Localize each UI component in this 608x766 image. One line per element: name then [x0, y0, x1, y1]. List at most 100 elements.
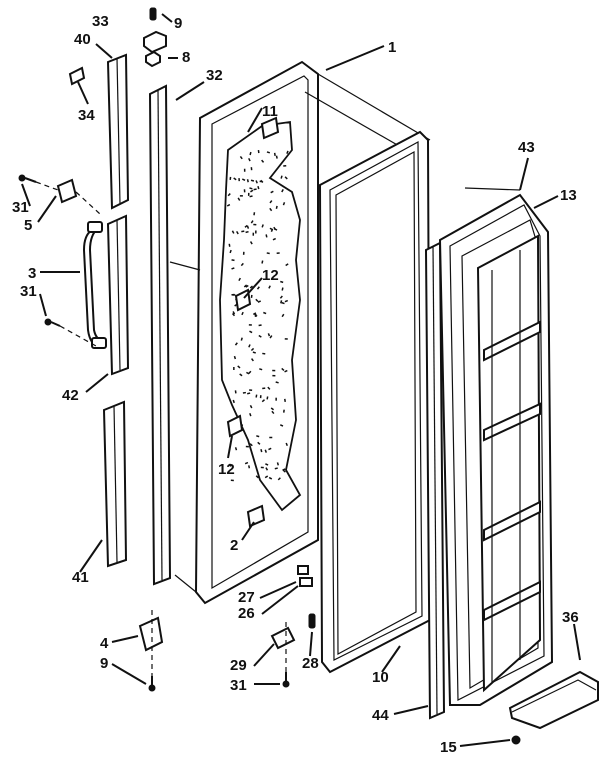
insulation-speck	[281, 301, 285, 305]
label-27: 27	[238, 589, 255, 606]
door-outer-panel	[169, 60, 521, 605]
insulation-speck	[253, 188, 257, 191]
insulation-speck	[261, 399, 265, 403]
insulation-speck	[280, 175, 283, 179]
insulation-speck	[246, 371, 250, 375]
insulation-speck	[250, 167, 253, 171]
insulation-speck	[239, 373, 243, 377]
insulation-speck	[231, 293, 235, 296]
label-44: 44	[372, 707, 389, 724]
trim-cap-34	[68, 66, 86, 86]
insulation-speck	[268, 447, 272, 451]
insulation-speck	[243, 284, 248, 288]
insulation-speck	[247, 192, 250, 196]
insulation-speck	[279, 295, 283, 299]
insulation-speck	[249, 241, 253, 245]
trim-40	[106, 53, 130, 210]
insulation-speck	[248, 370, 252, 374]
insulation-speck	[241, 178, 246, 181]
insulation-speck	[259, 180, 263, 183]
insulation-speck	[265, 234, 268, 238]
insulation-speck	[266, 151, 271, 154]
insulation-speck	[264, 449, 267, 453]
insulation-speck	[275, 381, 279, 384]
insulation-speck	[272, 374, 276, 377]
insulation-speck	[240, 262, 244, 267]
label-42: 42	[62, 387, 79, 404]
insulation-speck	[240, 337, 243, 341]
door-gasket	[318, 130, 432, 674]
leader-lines	[21, 13, 581, 747]
insulation-speck	[231, 313, 236, 317]
insulation-speck	[255, 230, 257, 234]
insulation-speck	[263, 311, 267, 315]
insulation-speck	[241, 311, 244, 316]
screw-31-mid	[44, 318, 97, 347]
insulation-speck	[257, 441, 261, 445]
insulation-speck	[243, 168, 246, 172]
insulation-speck	[284, 299, 288, 303]
label-10: 10	[372, 669, 389, 686]
insulation-speck	[231, 267, 235, 270]
insulation-speck	[252, 351, 256, 354]
insulation-speck	[241, 230, 245, 233]
insulation-speck	[265, 467, 269, 471]
insulation-speck	[230, 479, 234, 482]
insulation-speck	[227, 193, 231, 197]
insulation-speck	[253, 223, 257, 226]
label-33: 33	[92, 13, 109, 30]
insulation-speck	[284, 398, 286, 402]
insulation-speck	[250, 189, 254, 193]
insulation-speck	[276, 252, 280, 254]
insulation-speck	[261, 224, 264, 228]
screw-9-top	[149, 7, 157, 21]
insulation-speck	[247, 392, 251, 395]
insulation-speck	[250, 220, 254, 224]
clip-12-lower	[226, 414, 244, 438]
insulation-speck	[273, 152, 276, 156]
insulation-speck	[249, 330, 253, 334]
label-28: 28	[302, 655, 319, 672]
insulation-texture	[226, 149, 289, 482]
insulation-speck	[249, 195, 253, 198]
label-13: 13	[560, 187, 577, 204]
label-29: 29	[230, 657, 247, 674]
handle-mount-5	[56, 178, 101, 215]
insulation-speck	[245, 445, 249, 448]
insulation-speck	[271, 410, 275, 415]
insulation-speck	[231, 230, 235, 234]
insulation-speck	[272, 237, 276, 241]
insulation-speck	[269, 335, 273, 339]
part-labels: 1 33 9 8 40 32 34 11 43 13 31 5 3 31 12 …	[12, 13, 579, 756]
screw-28	[308, 613, 316, 629]
insulation-speck	[284, 176, 288, 180]
clip-11	[260, 116, 280, 140]
insulation-speck	[249, 285, 253, 289]
insulation-speck	[262, 387, 266, 390]
insulation-speck	[275, 205, 278, 210]
nut-8	[145, 50, 161, 68]
insulation-speck	[252, 312, 257, 316]
insulation-speck	[248, 344, 251, 348]
insulation-speck	[279, 424, 284, 427]
insulation-speck	[261, 260, 264, 264]
door-handle	[82, 221, 107, 349]
insulation-speck	[249, 405, 253, 409]
insulation-speck	[246, 225, 250, 229]
door-liner	[438, 193, 554, 706]
insulation-speck	[268, 285, 271, 289]
insulation-speck	[257, 149, 260, 154]
label-31-upper: 31	[12, 199, 29, 216]
insulation-speck	[256, 435, 260, 438]
insulation-speck	[249, 389, 253, 391]
insulation-speck	[257, 300, 262, 303]
insulation-speck	[242, 391, 246, 394]
insulation-speck	[234, 447, 238, 451]
insulation-speck	[250, 179, 255, 182]
breaker-strip	[424, 241, 446, 720]
insulation-speck	[249, 413, 252, 417]
label-26: 26	[238, 605, 255, 622]
insulation-speck	[272, 369, 276, 372]
insulation-speck	[273, 226, 277, 231]
insulation-speck	[257, 185, 260, 190]
